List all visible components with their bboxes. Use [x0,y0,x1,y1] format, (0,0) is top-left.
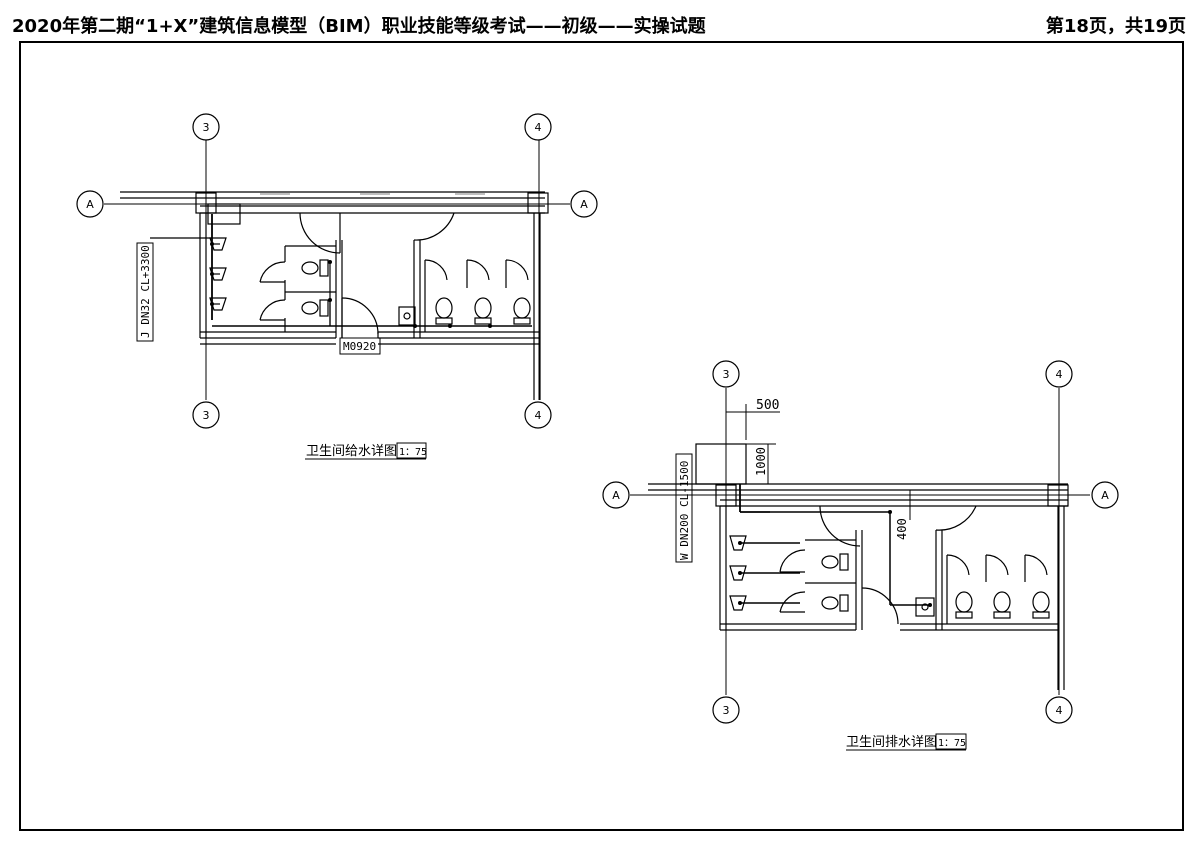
grid-bubble-4-top [1045,360,1073,388]
drain-pipe-label: W DN200 CL-1500 [678,461,691,560]
supply-plan-title: 卫生间给水详图 [306,444,397,459]
grid-bubble-3-top [192,113,220,141]
axis-label-a: A [1101,489,1109,502]
drawing-frame [19,41,1184,831]
drain-plan-title: 卫生间排水详图 [846,735,937,750]
supply-plan [76,113,598,460]
dimension-400: 400 [895,518,909,540]
dimension-500: 500 [756,398,779,413]
axis-label-a: A [580,198,588,211]
grid-bubble-a-right [1091,481,1119,509]
grid-bubble-a-left [602,481,630,509]
axis-label-3: 3 [723,704,730,717]
page-header: 2020年第二期“1+X”建筑信息模型（BIM）职业技能等级考试——初级——实操… [12,8,1186,38]
axis-label-3: 3 [203,409,210,422]
supply-pipe-label: J DN32 CL+3300 [139,245,152,338]
axis-label-4: 4 [1056,368,1063,381]
grid-bubble-3-bottom [192,401,220,429]
grid-bubble-a-left [76,190,104,218]
axis-label-a: A [86,198,94,211]
axis-label-4: 4 [535,121,542,134]
grid-bubble-3-top [712,360,740,388]
door-label: M0920 [343,340,376,353]
axis-label-3: 3 [723,368,730,381]
grid-bubble-4-top [524,113,552,141]
grid-bubble-4-bottom [1045,696,1073,724]
axis-label-4: 4 [1056,704,1063,717]
dimension-1000: 1000 [754,447,768,476]
axis-label-a: A [612,489,620,502]
grid-bubble-a-right [570,190,598,218]
exam-title: 2020年第二期“1+X”建筑信息模型（BIM）职业技能等级考试——初级——实操… [12,16,706,37]
grid-bubble-4-bottom [524,401,552,429]
axis-label-3: 3 [203,121,210,134]
page-number: 第18页，共19页 [1045,16,1186,37]
axis-label-4: 4 [535,409,542,422]
supply-plan-scale: 1：75 [399,447,427,458]
drain-plan-scale: 1：75 [938,738,966,749]
grid-bubble-3-bottom [712,696,740,724]
drain-plan [602,360,1119,751]
